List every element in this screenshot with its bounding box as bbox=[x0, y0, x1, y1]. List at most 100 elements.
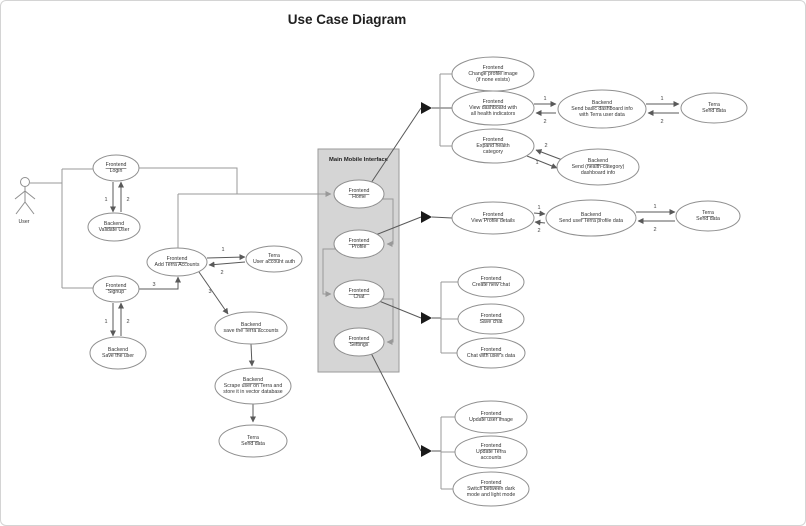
usecase-ellipse[interactable] bbox=[245, 245, 303, 273]
usecase-ellipse[interactable] bbox=[454, 435, 528, 469]
usecase-ellipse[interactable] bbox=[557, 89, 647, 129]
edge-profile-to-chat bbox=[322, 248, 336, 297]
usecase-ellipse[interactable] bbox=[456, 337, 526, 369]
edge-expand-sendhealth-1 bbox=[526, 155, 558, 169]
usecase-ellipse[interactable] bbox=[333, 229, 385, 259]
usecase-ellipse[interactable] bbox=[333, 279, 385, 309]
usecase-ellipse[interactable] bbox=[454, 400, 528, 434]
usecase-ellipse[interactable] bbox=[333, 179, 385, 209]
usecase-ellipse[interactable] bbox=[451, 128, 535, 164]
edge-label-sendprofile-terra-1: 1 bbox=[653, 204, 656, 210]
usecase-ellipse[interactable] bbox=[452, 471, 530, 507]
edge-terraauth-addterra-2 bbox=[208, 261, 246, 268]
usecase-ellipse[interactable] bbox=[680, 92, 748, 124]
diagram-title: Use Case Diagram bbox=[288, 12, 407, 27]
edge-label-terra-sendprofile-2: 2 bbox=[653, 227, 656, 233]
usecase-ellipse[interactable] bbox=[218, 424, 288, 458]
usecase-ellipse[interactable] bbox=[92, 275, 140, 303]
edge-label-viewprofile-sendprofile-1: 1 bbox=[537, 205, 540, 211]
edge-label-validate-login-2: 2 bbox=[126, 197, 129, 203]
edge-home-to-include bbox=[370, 107, 422, 184]
edge-sendprofile-viewprofile-2 bbox=[534, 219, 546, 226]
edge-include-to-view-profile bbox=[431, 216, 453, 219]
edge-addterra-terraauth-1 bbox=[206, 254, 246, 261]
usecase-ellipse[interactable] bbox=[87, 212, 141, 242]
usecase-ellipse[interactable] bbox=[214, 367, 292, 405]
edge-label-addterra-saveterra-3: 3 bbox=[208, 289, 211, 295]
usecase-ellipse[interactable] bbox=[333, 327, 385, 357]
usecase-ellipse[interactable] bbox=[545, 199, 637, 237]
include-arrow-1 bbox=[421, 102, 432, 114]
actor-user[interactable]: User bbox=[14, 177, 36, 226]
include-arrow-4 bbox=[421, 445, 432, 457]
usecase-ellipse[interactable] bbox=[451, 201, 535, 235]
edge-settings-to-include bbox=[370, 352, 422, 452]
usecase-ellipse[interactable] bbox=[675, 200, 741, 232]
usecase-ellipse[interactable] bbox=[92, 154, 140, 182]
actor-head bbox=[20, 177, 30, 187]
edge-chat-to-settings bbox=[382, 298, 394, 345]
usecase-ellipse[interactable] bbox=[556, 148, 640, 186]
edge-saveterra-scrape bbox=[248, 343, 255, 367]
edge-addterra-saveterra-3 bbox=[198, 271, 229, 315]
usecase-ellipse[interactable] bbox=[457, 303, 525, 335]
usecase-ellipse[interactable] bbox=[214, 311, 288, 345]
actor-label: User bbox=[19, 219, 30, 225]
edge-label-sendhealth-expand-2: 2 bbox=[544, 143, 547, 149]
edge-profile-to-include bbox=[372, 216, 422, 237]
edge-signup-addterra-3 bbox=[139, 276, 181, 290]
edge-label-expand-sendhealth-1: 1 bbox=[535, 160, 538, 166]
edge-label-login-validate-1: 1 bbox=[104, 197, 107, 203]
usecase-ellipse[interactable] bbox=[146, 247, 208, 277]
edge-home-to-profile bbox=[382, 198, 394, 247]
usecase-ellipse[interactable] bbox=[457, 266, 525, 298]
actor-limb bbox=[15, 201, 26, 215]
usecase-ellipse[interactable] bbox=[451, 90, 535, 126]
include-arrow-3 bbox=[421, 312, 432, 324]
usecase-ellipse[interactable] bbox=[89, 336, 147, 370]
